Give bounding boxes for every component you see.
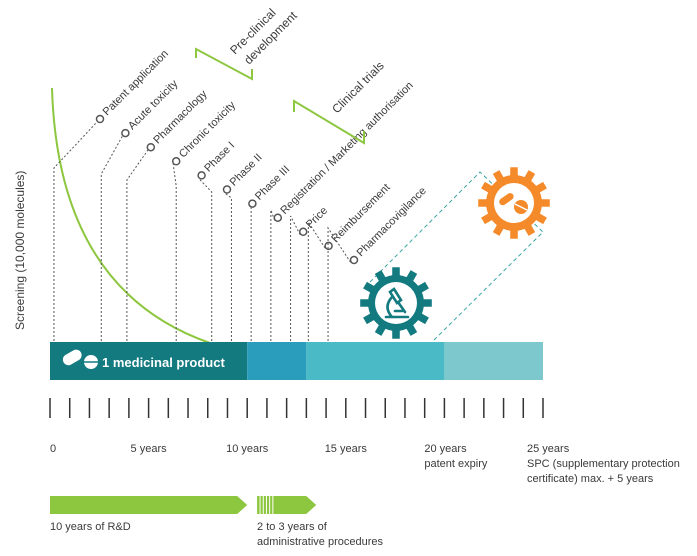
milestone-marker [248, 199, 257, 208]
milestone-leader [198, 178, 213, 341]
product-timeline-bar [50, 342, 543, 380]
bar-segment [306, 342, 445, 380]
phase-arrow-shape [50, 496, 248, 514]
preclinical-bracket: Pre-clinical development [195, 6, 300, 81]
milestone-leader [172, 164, 177, 341]
axis-label: 0 [50, 443, 56, 455]
milestone-label: Phase II [228, 152, 265, 189]
milestone-leader [327, 226, 352, 341]
milestone-leader [126, 149, 149, 341]
bar-segment [50, 342, 248, 380]
milestone-leader [270, 209, 276, 341]
milestone-leader [248, 202, 252, 341]
axis-label: 15 years [325, 443, 368, 455]
milestone-label: Patent application [101, 48, 171, 118]
milestone-marker [222, 185, 232, 194]
milestone: Chronic toxicity [171, 99, 238, 341]
milestone: Patent application [53, 48, 171, 341]
milestone-leader [290, 215, 301, 341]
milestone-label: Phase III [253, 164, 292, 203]
axis-label: patent expiry [424, 458, 487, 470]
pills-gear-icon [478, 167, 550, 239]
milestone-marker [273, 213, 283, 222]
phase-label: 2 to 3 years of [257, 521, 328, 533]
screening-curve [51, 87, 211, 344]
milestone-label: Phase I [202, 140, 237, 175]
axis-label: 10 years [226, 443, 269, 455]
axis-label: 25 years [527, 443, 570, 455]
bar-label: 1 medicinal product [102, 355, 225, 370]
axis-label: 5 years [131, 443, 168, 455]
phase-label: administrative procedures [257, 536, 383, 548]
year-axis: 0 5 years 10 years 15 years 20 years patent e… [49, 398, 680, 485]
milestone-label: Pharmacovigilance [355, 185, 429, 259]
phase-arrow: 2 to 3 years of administrative procedures [257, 496, 384, 548]
pills-icon [62, 349, 98, 369]
milestone-marker [95, 114, 105, 124]
axis-label: 20 years [424, 443, 467, 455]
milestone-marker [349, 255, 359, 265]
phase-arrows: 10 years of R&D 2 to 3 years of administra… [50, 496, 384, 548]
milestone: Phase II [222, 152, 265, 341]
microscope-gear-icon [360, 267, 432, 339]
y-axis-label: Screening (10,000 molecules) [13, 171, 27, 330]
milestone-leader [307, 220, 327, 341]
axis-label: certificate) max. + 5 years [527, 473, 654, 485]
milestone-leader [100, 135, 123, 341]
milestone: Acute toxicity [100, 78, 181, 341]
milestone-marker [146, 142, 156, 152]
axis-label: SPC (supplementary protection [527, 458, 680, 470]
milestone-leader [223, 192, 232, 341]
milestone-marker [324, 241, 333, 251]
phase-arrow: 10 years of R&D [50, 496, 248, 533]
milestone-marker [171, 157, 181, 166]
phase-label: 10 years of R&D [50, 521, 131, 533]
milestone-label: Price [304, 205, 330, 231]
milestone-leader [53, 121, 98, 341]
bar-segment [247, 342, 307, 380]
milestone-marker [298, 227, 308, 237]
milestone-marker [197, 171, 206, 180]
phase-arrow-shape [257, 496, 317, 514]
bar-segment [444, 342, 543, 380]
milestone: Price [290, 205, 330, 341]
milestone-marker [121, 128, 130, 138]
